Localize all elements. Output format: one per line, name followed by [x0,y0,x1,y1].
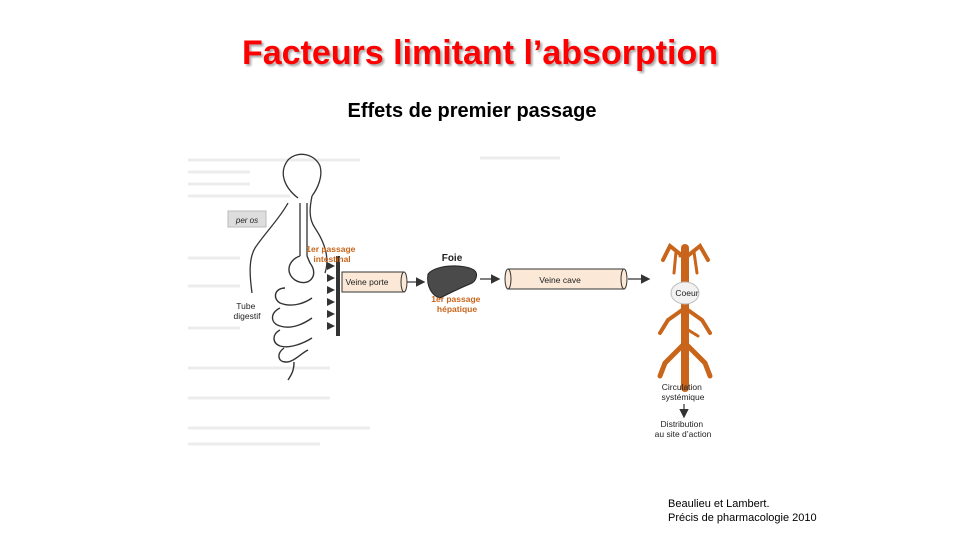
coeur-label: Coeur [675,288,698,298]
digestive-tract-icon [271,255,315,381]
slide-subtitle: Effets de premier passage [347,100,597,122]
citation-authors: Beaulieu et Lambert. [668,498,770,510]
per-os-box [227,210,267,228]
intestinal-barrier [336,256,340,336]
slide-title: Facteurs limitant l’absorption [241,34,719,72]
foie-label: Foie [442,253,463,264]
barrier-triangles [327,262,335,330]
distribution-label: Distribution au site d’action [655,419,712,439]
heart-icon [670,281,700,305]
veine-porte-label: Veine porte [345,277,388,287]
citation: Beaulieu et Lambert. Précis de pharmacol… [668,497,817,525]
vascular-tree-icon [657,242,713,392]
first-pass-intestinal-label: 1er passage intestinal [306,244,358,264]
first-pass-diagram: per os Tube digestif 1er passage intesti… [188,153,713,446]
circulation-label: Circulation systémique [662,382,705,402]
person-silhouette [249,153,328,294]
veine-cave-vessel [504,268,628,290]
per-os-label: per os [235,216,258,225]
citation-source: Précis de pharmacologie 2010 [668,512,817,524]
liver-icon [427,265,478,299]
veine-porte-vessel [341,271,408,293]
faded-background-text [188,156,560,446]
first-pass-hepatic-label: 1er passage hépatique [431,294,483,314]
veine-cave-label: Veine cave [539,275,581,285]
tube-digestif-label: Tube digestif [234,301,262,321]
